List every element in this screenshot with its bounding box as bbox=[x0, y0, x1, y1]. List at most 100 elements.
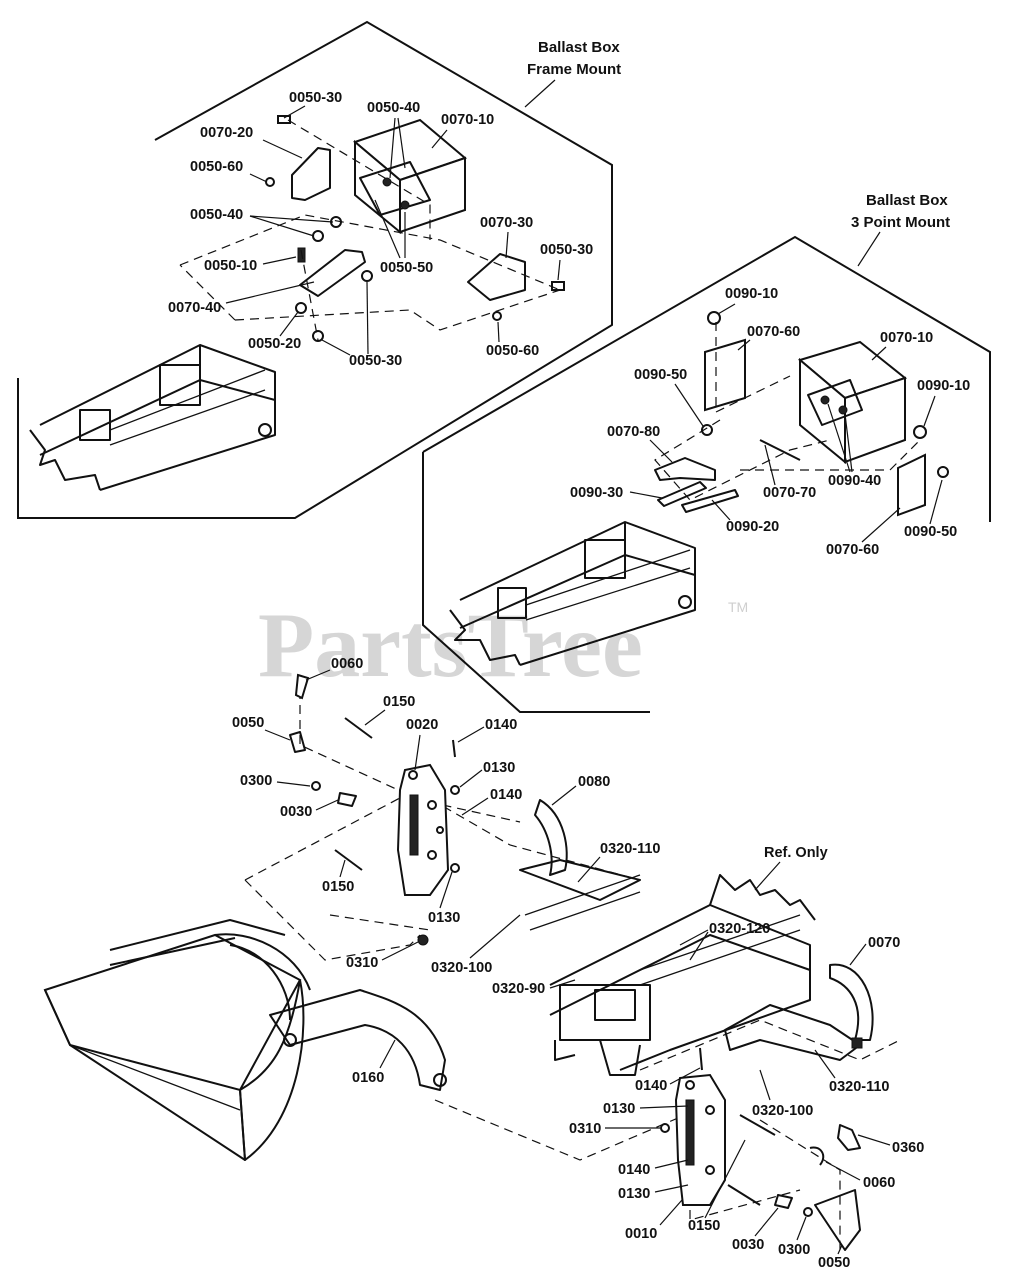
callout-0320-120: 0320-120 bbox=[709, 921, 770, 937]
three-point-mount-border bbox=[422, 235, 991, 522]
ballast-box-frame-mount bbox=[353, 118, 467, 235]
callout-0050-60: 0050-60 bbox=[190, 159, 243, 175]
frame-mount-title-line1: Ballast Box bbox=[538, 39, 620, 56]
callout-0050-30: 0050-30 bbox=[349, 353, 402, 369]
callout-0090-50: 0090-50 bbox=[904, 524, 957, 540]
callout-0310: 0310 bbox=[569, 1121, 601, 1137]
callout-0090-30: 0090-30 bbox=[570, 485, 623, 501]
callout-0320-100: 0320-100 bbox=[431, 960, 492, 976]
nut-icon bbox=[937, 466, 949, 478]
callout-0070-80: 0070-80 bbox=[607, 424, 660, 440]
callout-0050-20: 0050-20 bbox=[248, 336, 301, 352]
nut-icon bbox=[492, 311, 502, 321]
rod-0070-70 bbox=[759, 439, 801, 461]
callout-0130: 0130 bbox=[428, 910, 460, 926]
callout-0050-10: 0050-10 bbox=[204, 258, 257, 274]
cotter-pin-0140 bbox=[452, 739, 456, 758]
washer-0130-icon bbox=[450, 785, 460, 795]
callout-0070-10: 0070-10 bbox=[441, 112, 494, 128]
nut-icon bbox=[295, 302, 307, 314]
clip-0060 bbox=[294, 673, 310, 700]
callout-0130: 0130 bbox=[483, 760, 515, 776]
main-callouts: 0060 0150 0050 0020 0140 0300 0130 0080 … bbox=[232, 656, 924, 1271]
callout-0090-40: 0090-40 bbox=[828, 473, 881, 489]
nut-icon bbox=[265, 177, 275, 187]
nut-0310-icon bbox=[417, 934, 429, 946]
callout-0050-40: 0050-40 bbox=[367, 100, 420, 116]
three-point-callouts: 0090-10 0070-60 0070-10 0090-50 0090-10 … bbox=[570, 286, 970, 558]
callout-0150: 0150 bbox=[383, 694, 415, 710]
bracket-0070-30 bbox=[467, 253, 526, 301]
pin-0150-top bbox=[344, 717, 373, 739]
nut-0310-bottom-icon bbox=[660, 1123, 670, 1133]
callout-0150: 0150 bbox=[322, 879, 354, 895]
callout-0070-10: 0070-10 bbox=[880, 330, 933, 346]
callout-0050-60: 0050-60 bbox=[486, 343, 539, 359]
callout-0070-30: 0070-30 bbox=[480, 215, 533, 231]
callout-0130: 0130 bbox=[618, 1186, 650, 1202]
bracket-0070-20 bbox=[291, 147, 331, 201]
washer-0130-icon bbox=[450, 863, 460, 873]
bar-0070-80 bbox=[654, 457, 716, 481]
washer-icon bbox=[312, 230, 324, 242]
watermark-trademark: TM bbox=[728, 599, 748, 615]
loader-bucket bbox=[43, 919, 447, 1161]
pin-0090-20 bbox=[681, 489, 739, 513]
callout-0070-40: 0070-40 bbox=[168, 300, 221, 316]
clip-0360 bbox=[837, 1124, 861, 1151]
callout-0070-60: 0070-60 bbox=[826, 542, 879, 558]
clip-icon bbox=[913, 425, 927, 439]
strap-0070-40 bbox=[299, 249, 366, 297]
bolt-icon bbox=[312, 330, 324, 342]
three-point-title-line1: Ballast Box bbox=[866, 192, 948, 209]
nut-icon bbox=[361, 270, 373, 282]
callout-0300: 0300 bbox=[778, 1242, 810, 1258]
ballast-box-three-point bbox=[797, 340, 908, 465]
plate-0070-60-top bbox=[704, 338, 746, 412]
callout-0090-20: 0090-20 bbox=[726, 519, 779, 535]
three-point-mount-inset: Ballast Box 3 Point Mount bbox=[422, 192, 991, 713]
nut-icon bbox=[701, 424, 713, 436]
callout-0320-100: 0320-100 bbox=[752, 1103, 813, 1119]
callout-0070-70: 0070-70 bbox=[763, 485, 816, 501]
callout-0140: 0140 bbox=[635, 1078, 667, 1094]
callout-0030: 0030 bbox=[732, 1237, 764, 1253]
callout-0320-90: 0320-90 bbox=[492, 981, 545, 997]
pin-0150-bottom bbox=[739, 1114, 776, 1136]
pin-0090-30 bbox=[657, 481, 707, 507]
callout-0070-60: 0070-60 bbox=[747, 324, 800, 340]
callout-ref-only: Ref. Only bbox=[764, 845, 828, 861]
callout-0150: 0150 bbox=[688, 1218, 720, 1234]
callout-0160: 0160 bbox=[352, 1070, 384, 1086]
spacer-0030-bottom bbox=[774, 1194, 793, 1209]
callout-0050: 0050 bbox=[818, 1255, 850, 1271]
cotter-pin-0140-bottom bbox=[699, 1047, 703, 1071]
pin-0150-lower bbox=[727, 1184, 761, 1206]
tractor-frame-three-point bbox=[449, 521, 696, 666]
callout-0140: 0140 bbox=[485, 717, 517, 733]
callout-0090-10: 0090-10 bbox=[725, 286, 778, 302]
frame-mount-border bbox=[17, 20, 613, 519]
callout-0010: 0010 bbox=[625, 1226, 657, 1242]
callout-0050-30: 0050-30 bbox=[540, 242, 593, 258]
frame-mount-title-leader bbox=[524, 79, 556, 108]
three-point-title-leader bbox=[857, 231, 881, 267]
spacer-0030 bbox=[337, 792, 357, 807]
callout-0070-20: 0070-20 bbox=[200, 125, 253, 141]
frame-mount-callouts: 0050-30 0050-40 0070-10 0070-20 0050-60 … bbox=[168, 90, 593, 369]
callout-0360: 0360 bbox=[892, 1140, 924, 1156]
callout-0020: 0020 bbox=[406, 717, 438, 733]
callout-0050-30: 0050-30 bbox=[289, 90, 342, 106]
clip-icon bbox=[707, 311, 721, 325]
frame-mount-title-line2: Frame Mount bbox=[527, 61, 621, 78]
clip-0060-bottom bbox=[809, 1146, 825, 1166]
bolt-icon bbox=[277, 115, 291, 124]
pin-0150-mid bbox=[334, 849, 363, 871]
tractor-frame-frame-mount bbox=[29, 344, 276, 491]
callout-0050-40: 0050-40 bbox=[190, 207, 243, 223]
callout-0300: 0300 bbox=[240, 773, 272, 789]
bolt-0300-bottom-icon bbox=[803, 1207, 813, 1217]
callout-0140: 0140 bbox=[618, 1162, 650, 1178]
bolt-0300-icon bbox=[311, 781, 321, 791]
callout-0070: 0070 bbox=[868, 935, 900, 951]
